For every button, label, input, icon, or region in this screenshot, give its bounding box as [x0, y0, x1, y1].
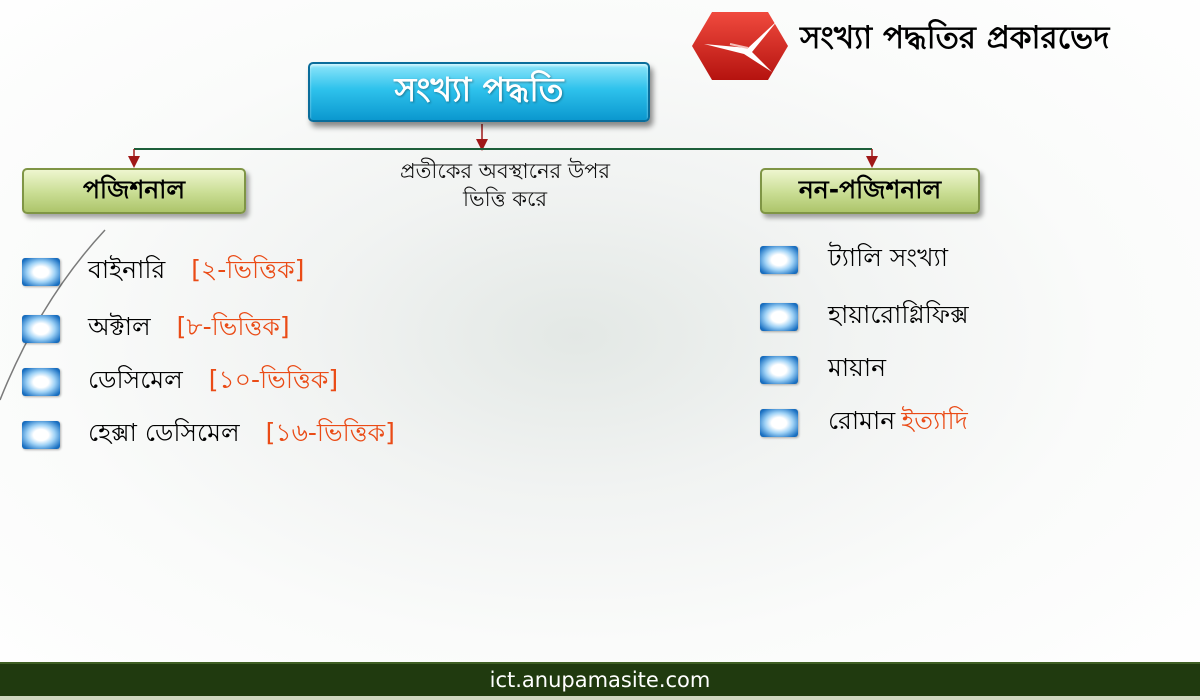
category-positional: পজিশনাল	[22, 168, 246, 214]
bullet-icon	[760, 355, 798, 384]
branch-note-line1: প্রতীকের অবস্থানের উপর	[399, 159, 611, 183]
item-label: অক্টাল	[88, 312, 151, 341]
bullet-icon	[760, 245, 798, 274]
item-label: ডেসিমেল	[88, 365, 183, 394]
slide-title: সংখ্যা পদ্ধতির প্রকারভেদ	[800, 20, 1110, 56]
item-label: হায়ারোগ্লিফিক্স	[828, 300, 969, 329]
footer-bar: ict.anupamasite.com	[0, 662, 1200, 700]
list-item-decimal: ডেসিমেল [১০-ভিত্তিক]	[22, 360, 338, 403]
bullet-icon	[22, 257, 60, 286]
item-label: মায়ান	[828, 353, 887, 382]
item-label: বাইনারি	[88, 255, 166, 284]
bullet-icon	[22, 420, 60, 449]
branch-note: প্রতীকের অবস্থানের উপর ভিত্তি করে	[340, 157, 670, 213]
list-item-tally: ট্যালি সংখ্যা	[760, 238, 948, 281]
bullet-icon	[760, 302, 798, 331]
bullet-icon	[22, 367, 60, 396]
item-base: [১০-ভিত্তিক]	[208, 365, 339, 394]
footer-url: ict.anupamasite.com	[489, 668, 711, 692]
list-item-mayan: মায়ান	[760, 348, 886, 391]
item-label: রোমান	[828, 406, 896, 435]
item-label: ট্যালি সংখ্যা	[828, 243, 949, 272]
bullet-icon	[760, 408, 798, 437]
item-base: [১৬-ভিত্তিক]	[265, 418, 395, 447]
list-item-hieroglyphics: হায়ারোগ্লিফিক্স	[760, 295, 969, 338]
bullet-icon	[22, 314, 60, 343]
list-item-hexadecimal: হেক্সা ডেসিমেল [১৬-ভিত্তিক]	[22, 413, 395, 456]
branch-note-line2: ভিত্তি করে	[462, 187, 548, 211]
list-item-binary: বাইনারি [২-ভিত্তিক]	[22, 250, 304, 293]
item-base: [২-ভিত্তিক]	[191, 255, 305, 284]
root-node-number-system: সংখ্যা পদ্ধতি	[308, 62, 650, 122]
list-item-octal: অক্টাল [৮-ভিত্তিক]	[22, 307, 290, 350]
logo-icon	[692, 12, 788, 80]
list-item-roman: রোমান ইত্যাদি	[760, 401, 968, 444]
category-non-positional: নন-পজিশনাল	[760, 168, 980, 214]
item-suffix: ইত্যাদি	[901, 406, 968, 435]
decorative-curve	[0, 229, 106, 401]
item-base: [৮-ভিত্তিক]	[176, 312, 290, 341]
item-label: হেক্সা ডেসিমেল	[88, 418, 240, 447]
